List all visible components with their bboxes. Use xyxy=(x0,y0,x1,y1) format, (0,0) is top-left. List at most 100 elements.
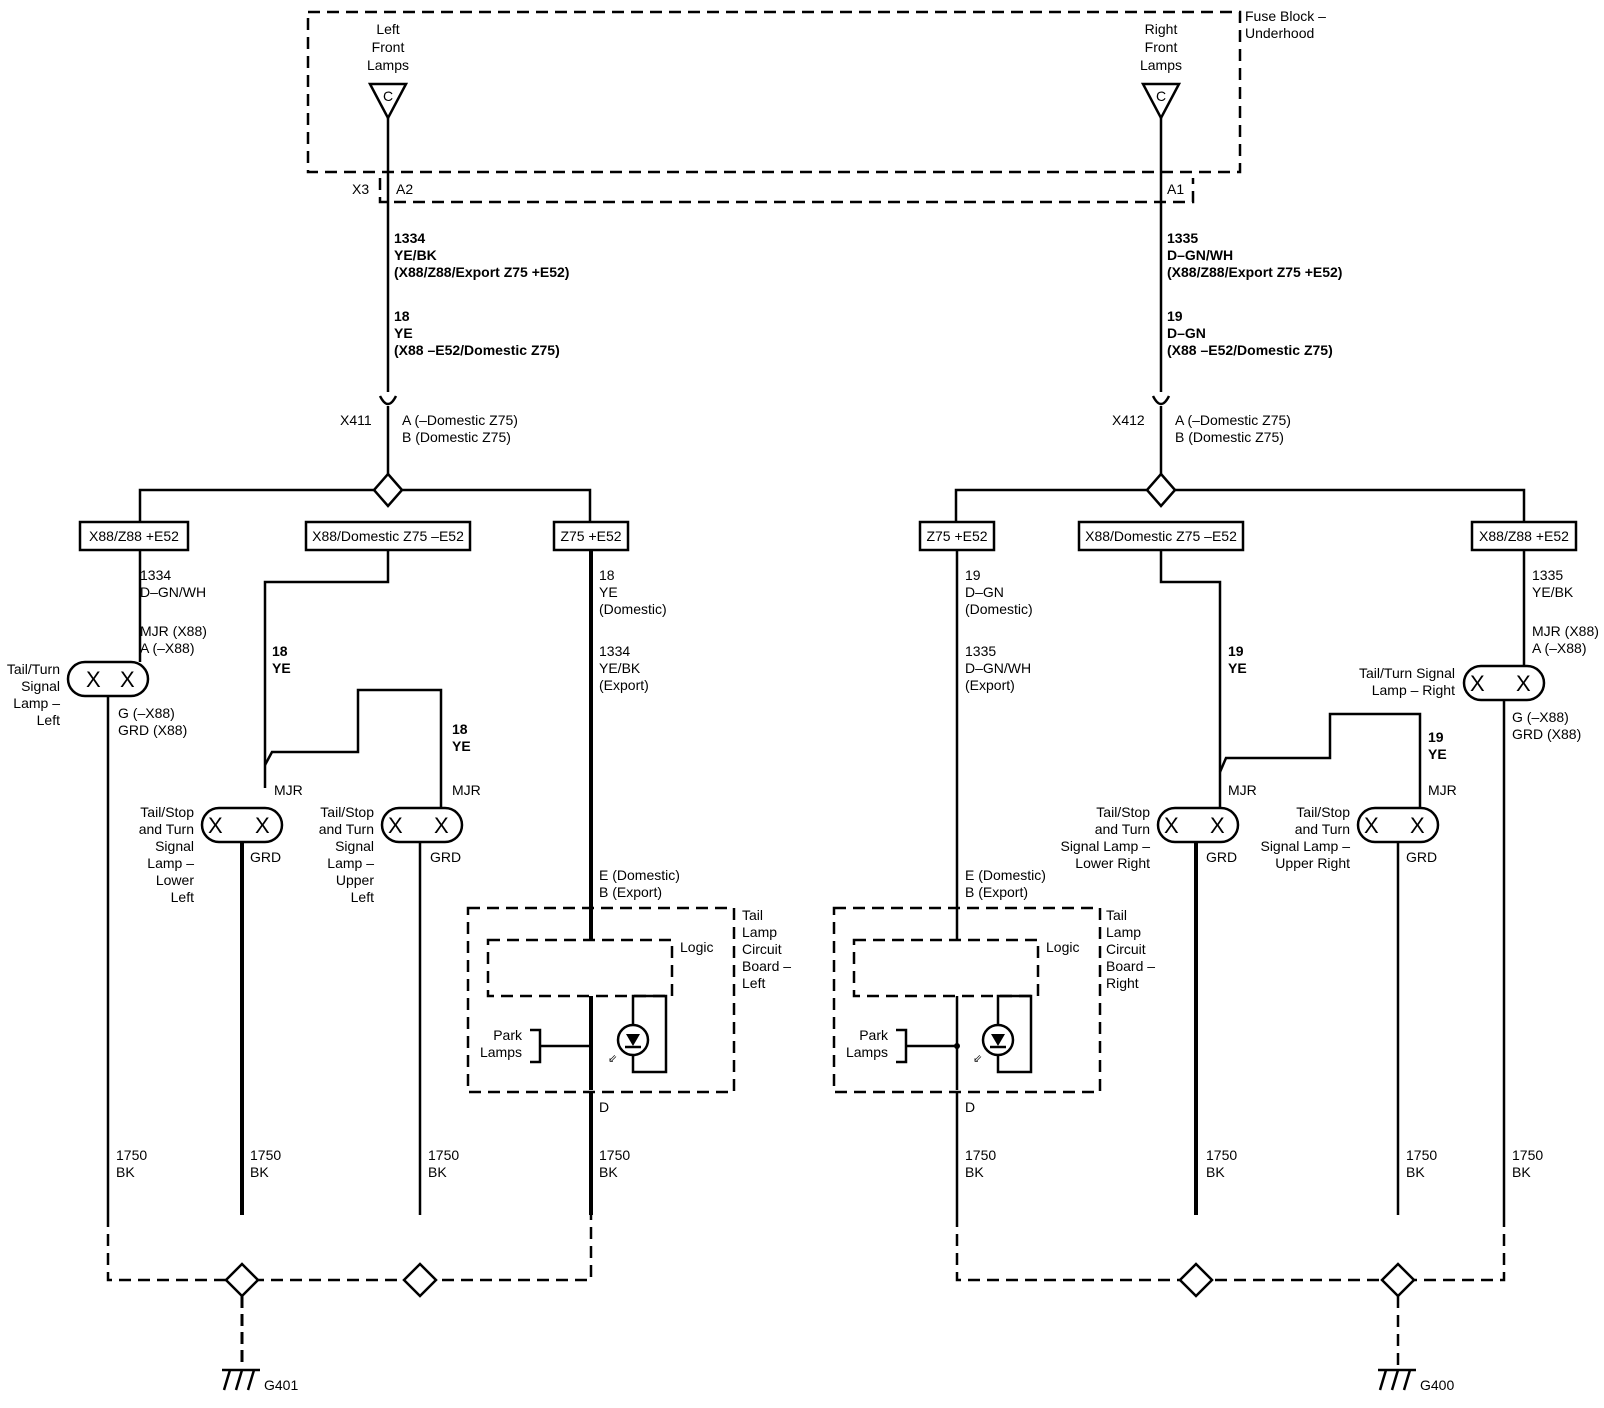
right-upper-label-2: and Turn xyxy=(1295,821,1350,837)
left-logic-box xyxy=(486,938,674,998)
left-c-wire-6: (Export) xyxy=(599,677,649,693)
left-bus-wire xyxy=(138,488,374,526)
left-wire2-color: YE xyxy=(394,325,413,341)
left-inline-connector-label: X411 xyxy=(340,412,372,428)
left-tail-turn-gpin2: GRD (X88) xyxy=(118,722,187,738)
right-upper-grd: GRD xyxy=(1406,849,1437,865)
left-c-wire-1: 18 xyxy=(599,567,615,583)
right-tail-turn-label-2: Lamp – Right xyxy=(1372,682,1455,698)
left-branch-b-num: 18 xyxy=(272,643,288,659)
right-wire1-num: 1335 xyxy=(1167,230,1198,246)
left-tail-turn-x2: X xyxy=(120,667,135,692)
left-option-box-b-label: X88/Domestic Z75 –E52 xyxy=(312,528,464,544)
left-branch-b-color: YE xyxy=(272,660,291,676)
left-upper-label-4: Lamp – xyxy=(327,855,374,871)
left-upper-label-5: Upper xyxy=(336,872,374,888)
left-c-ground-num: 1750 xyxy=(428,1147,459,1163)
right-lower-x2: X xyxy=(1210,813,1225,838)
right-upper-label-3: Signal Lamp – xyxy=(1260,838,1350,854)
right-upper-x1: X xyxy=(1364,813,1379,838)
right-tail-turn-x2: X xyxy=(1516,671,1531,696)
right-park-label-2: Lamps xyxy=(846,1044,888,1060)
left-wire2-option: (X88 –E52/Domestic Z75) xyxy=(394,342,560,358)
right-branch-b2-color: YE xyxy=(1428,746,1447,762)
left-led-rays: ⇙ xyxy=(608,1053,617,1065)
left-c-ground-color: BK xyxy=(428,1164,447,1180)
left-upper-label-1: Tail/Stop xyxy=(320,804,374,820)
right-park-bracket xyxy=(896,1028,908,1064)
left-upper-label-6: Left xyxy=(351,889,374,905)
right-board-pin-d: D xyxy=(965,1099,975,1115)
left-bus-wire-r xyxy=(402,488,592,526)
left-park-label-2: Lamps xyxy=(480,1044,522,1060)
right-board-pin-e: E (Domestic) xyxy=(965,867,1046,883)
right-c-wire-5: D–GN/WH xyxy=(965,660,1031,676)
right-bus-wire xyxy=(954,488,1147,526)
right-fuse-symbol xyxy=(1140,82,1182,121)
right-b-ground-num: 1750 xyxy=(1206,1147,1237,1163)
right-splice-diamond xyxy=(1145,472,1177,508)
left-lower-label-3: Signal xyxy=(155,838,194,854)
right-led-wire xyxy=(996,994,1033,1074)
right-front-lamps-1: Right xyxy=(1145,21,1178,37)
left-board-label-2: Lamp xyxy=(742,924,777,940)
right-lower-label-1: Tail/Stop xyxy=(1096,804,1150,820)
left-upper-grd: GRD xyxy=(430,849,461,865)
left-front-lamps-1: Left xyxy=(376,21,399,37)
left-branch-b2-wire xyxy=(263,688,443,808)
right-ground-splice-2 xyxy=(1380,1262,1416,1298)
connector-x3-outline xyxy=(378,178,1195,204)
left-lower-x1: X xyxy=(208,813,223,838)
left-upper-label-3: Signal xyxy=(335,838,374,854)
right-wire2-color: D–GN xyxy=(1167,325,1206,341)
left-branch-a-pin1: MJR (X88) xyxy=(140,623,207,639)
left-lower-label-5: Lower xyxy=(156,872,194,888)
right-a-ground-num: 1750 xyxy=(1512,1147,1543,1163)
left-board-label-5: Left xyxy=(742,975,765,991)
right-park-label-1: Park xyxy=(859,1027,889,1043)
left-c-wire-3: (Domestic) xyxy=(599,601,667,617)
right-tail-turn-x1: X xyxy=(1470,671,1485,696)
right-branch-b-wire xyxy=(1159,550,1222,808)
left-upper-mjr: MJR xyxy=(452,782,481,798)
left-tail-turn-label-1: Tail/Turn xyxy=(7,661,60,677)
left-park-label-1: Park xyxy=(493,1027,523,1043)
right-option-box-a-label: Z75 +E52 xyxy=(926,528,987,544)
left-upper-x1: X xyxy=(388,813,403,838)
left-circuit: Left Front Lamps C 1334 YE/BK (X88/Z88/E… xyxy=(7,21,791,1393)
left-lower-mjr: MJR xyxy=(274,782,303,798)
right-lower-label-2: and Turn xyxy=(1095,821,1150,837)
left-front-lamps-3: Lamps xyxy=(367,57,409,73)
left-inline-pin-b: B (Domestic Z75) xyxy=(402,429,511,445)
left-lower-x2: X xyxy=(255,813,270,838)
left-branch-b2-color: YE xyxy=(452,738,471,754)
right-lower-label-4: Lower Right xyxy=(1075,855,1150,871)
right-ground-icon xyxy=(1378,1368,1416,1391)
right-park-splice-dot xyxy=(954,1043,960,1049)
left-a-ground-color: BK xyxy=(116,1164,135,1180)
left-lower-grd: GRD xyxy=(250,849,281,865)
left-ground-splice-2 xyxy=(402,1262,438,1298)
left-led-triangle xyxy=(626,1034,640,1046)
right-c-wire-3: (Domestic) xyxy=(965,601,1033,617)
right-upper-label-1: Tail/Stop xyxy=(1296,804,1350,820)
right-option-box-c xyxy=(1470,520,1578,552)
right-tail-turn-gpin1: G (–X88) xyxy=(1512,709,1569,725)
right-board-label-1: Tail xyxy=(1106,907,1127,923)
right-c-wire-4: 1335 xyxy=(965,643,996,659)
fuse-block-outline xyxy=(306,10,1242,174)
left-board-label-3: Circuit xyxy=(742,941,782,957)
right-inline-pin-a: A (–Domestic Z75) xyxy=(1175,412,1291,428)
right-board-label-2: Lamp xyxy=(1106,924,1141,940)
left-lower-label-4: Lamp – xyxy=(147,855,194,871)
right-d-ground-num: 1750 xyxy=(965,1147,996,1163)
right-c-ground-color: BK xyxy=(1406,1164,1425,1180)
right-c-wire-1: 19 xyxy=(965,567,981,583)
left-ground-bus xyxy=(106,1215,593,1282)
right-option-box-a xyxy=(918,520,996,552)
left-lower-label-2: and Turn xyxy=(139,821,194,837)
right-branch-a-num: 1335 xyxy=(1532,567,1563,583)
left-board-pin-b: B (Export) xyxy=(599,884,662,900)
left-tail-turn-label-3: Lamp – xyxy=(13,695,60,711)
